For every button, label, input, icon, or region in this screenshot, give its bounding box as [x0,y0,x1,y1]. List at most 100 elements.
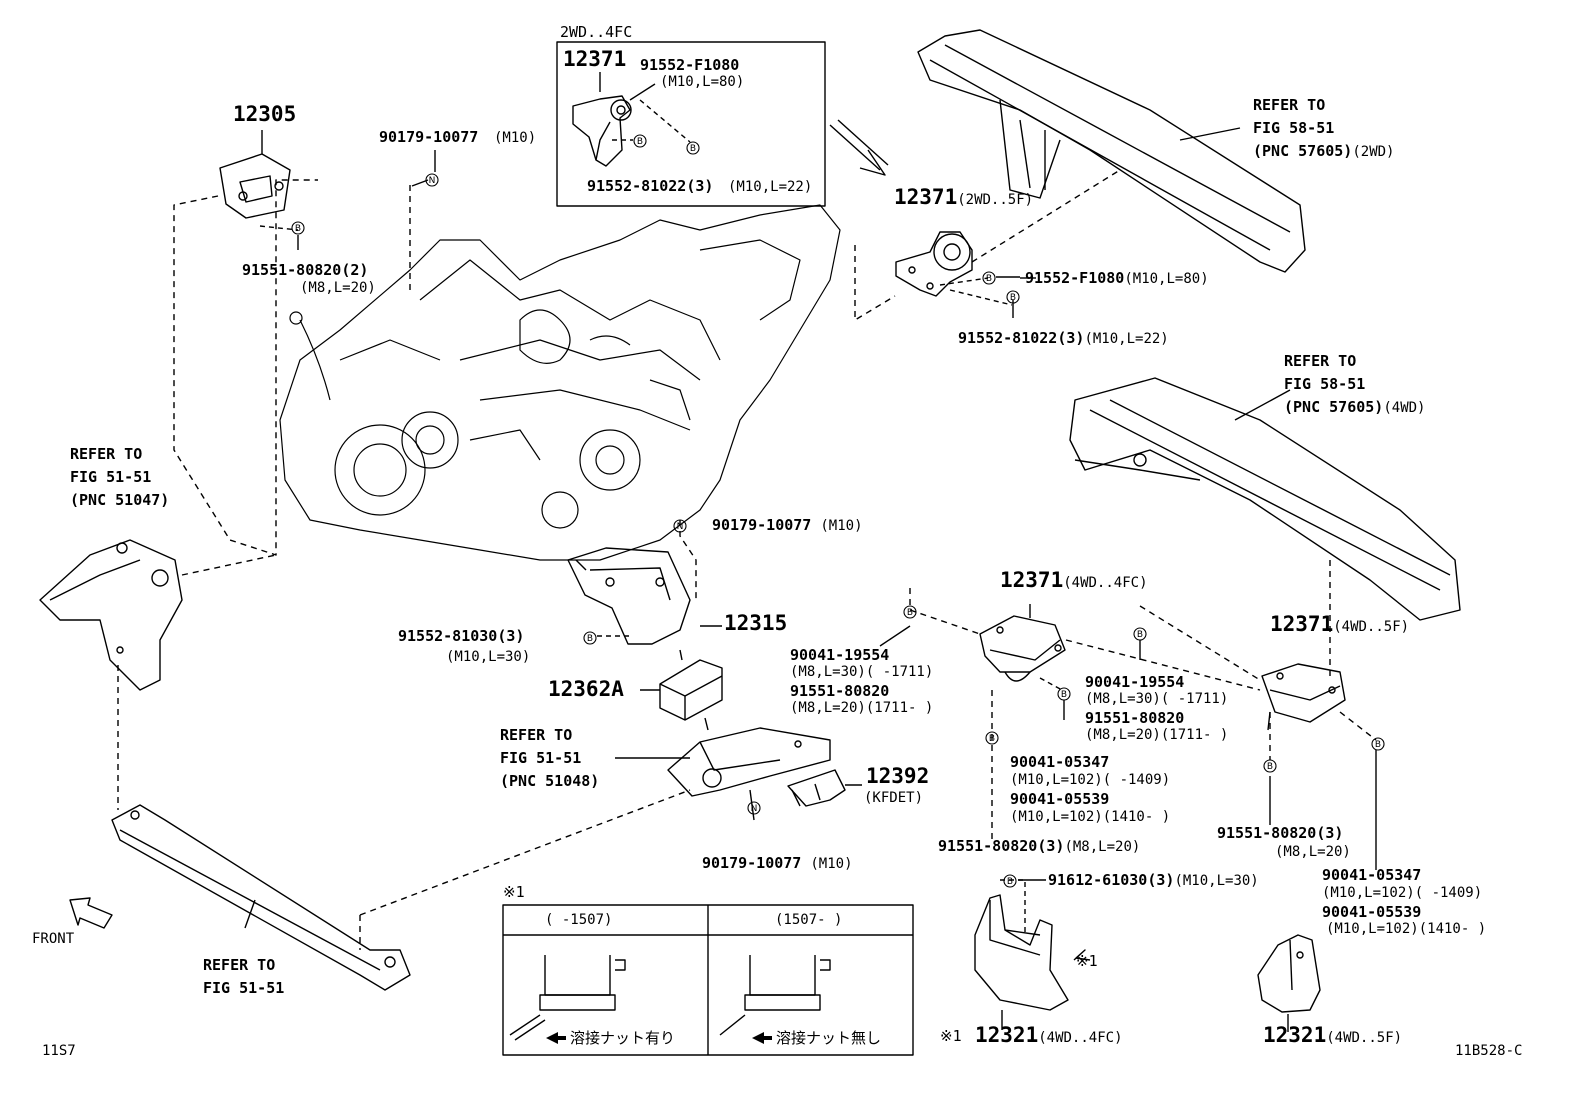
stopper-12392 [787,769,846,807]
part-91551-80820-a: 91551-80820(2) [242,261,369,279]
nut-marker-letter: N [429,176,436,186]
refer-51048-line3: (PNC 51048) [500,772,600,790]
bolt-marker-letter: B [1137,630,1143,640]
crossmember-bottom [111,804,411,991]
part-91551-80820-e: 91551-80820(3) [1217,824,1344,842]
part-90179-10077-c: 90179-10077 (M10) [702,854,853,873]
nut-marker-icon [673,519,687,533]
inset-box-2wd-4fc [556,41,826,207]
refer-58-51-4wd-line2: FIG 58-51 [1284,375,1366,393]
part-90041-05539-a: 90041-05539 [1010,790,1110,808]
spec-91552-81030: (M10,L=30) [446,649,531,665]
engine-assembly [279,204,841,561]
bracket-12315 [567,547,691,645]
bolt-marker-icon [686,141,700,155]
refer-51048-line2: FIG 51-51 [500,749,582,767]
refer-58-51-2wd-line3: (PNC 57605)(2WD) [1253,142,1395,161]
part-91552-f1080-top: 91552-F1080 [640,56,740,74]
bolt-marker-icon [583,631,597,645]
part-90041-05347-a: 90041-05347 [1010,753,1110,771]
part-12362a: 12362A [548,677,624,701]
part-90179-10077-a: 90179-10077 [379,128,479,146]
bolt-marker-letter: B [986,274,992,284]
refer-51-51-line1: REFER TO [203,956,276,974]
bracket-12305 [219,130,291,219]
spec-90041-05539-a: (M10,L=102)(1410- ) [1010,809,1171,825]
mount-12371-4wd-4fc [979,615,1066,682]
bolt-marker-icon [1263,759,1277,773]
note-mark-bracket: ※1 [1076,952,1098,970]
mount-12371-4wd-5f [1261,663,1346,723]
note-mark-inset: ※1 [503,883,525,901]
spec-90041-05347-b: (M10,L=102)( -1409) [1322,885,1483,901]
part-91551-80820-b: 91551-80820 [790,682,890,700]
spec-90041-19554-b: (M8,L=30)( -1711) [1085,691,1229,707]
spec-12392: (KFDET) [864,790,924,806]
part-90041-05539-b: 90041-05539 [1322,903,1422,921]
bolt-marker-icon [1057,687,1071,701]
refer-58-51-2wd-line2: FIG 58-51 [1253,119,1335,137]
bolt-marker-letter: B [907,608,913,618]
refer-58-51-2wd-line1: REFER TO [1253,96,1326,114]
bracket-51048 [667,727,831,797]
crossmember-2wd [917,29,1306,273]
nut-marker-letter: N [751,804,758,814]
spec-91551-80820-e: (M8,L=20) [1275,844,1351,860]
part-90179-10077-b: 90179-10077 (M10) [712,516,863,535]
refer-51047-line2: FIG 51-51 [70,468,152,486]
refer-58-51-4wd-line1: REFER TO [1284,352,1357,370]
spec-90041-05347-a: (M10,L=102)( -1409) [1010,772,1171,788]
part-12371-2wd: 12371(2WD..5F) [894,185,1034,209]
bolt-marker-letter: B [690,144,696,154]
front-arrow-icon [69,897,113,929]
bracket-12321-4fc [974,894,1069,1011]
code-right: 11B528-C [1455,1043,1523,1059]
part-90041-19554-a: 90041-19554 [790,646,890,664]
bolt-marker-letter: B [637,137,643,147]
arrow-left-icon [546,1032,566,1044]
mount-12371-2wd [895,231,973,297]
part-90041-19554-b: 90041-19554 [1085,673,1185,691]
fastener-markers [291,134,1385,888]
part-12371-top: 12371 [563,47,627,71]
bolt-marker-letter: B [587,634,593,644]
part-91612-61030: 91612-61030(3)(M10,L=30) [1048,871,1259,890]
inset-col1-header: ( -1507) [545,912,613,928]
part-12321-4fc: 12321(4WD..4FC) [975,1023,1123,1047]
bolt-marker-icon [1006,290,1020,304]
part-91552-81022-top: 91552-81022(3) [587,177,714,195]
bolt-marker-letter: B [1061,690,1067,700]
part-12321-5f: 12321(4WD..5F) [1263,1023,1403,1047]
inset-caption-with-nut: 溶接ナット有り [570,1029,676,1047]
nut-marker-icon [425,173,439,187]
bracket-12321-5f [1257,934,1321,1013]
spec-91551-80820-c: (M8,L=20)(1711- ) [1085,727,1229,743]
spec-90041-19554-a: (M8,L=30)( -1711) [790,664,934,680]
bolt-marker-icon [903,605,917,619]
bolt-marker-letter: B [1375,740,1381,750]
mount-12371-top [572,95,632,167]
refer-51048-line1: REFER TO [500,726,573,744]
front-label: FRONT [32,931,75,947]
note-mark-12321: ※1 [940,1027,962,1045]
bolt-marker-letter: B [295,224,301,234]
bracket-51047 [39,539,183,691]
arrow-left-icon [752,1032,772,1044]
bolt-marker-icon [985,731,999,745]
part-91551-80820-c: 91551-80820 [1085,709,1185,727]
part-90041-05347-b: 90041-05347 [1322,866,1422,884]
mount-12362a [659,649,723,731]
spec-91552-f1080-top: (M10,L=80) [660,74,745,90]
part-91552-81030: 91552-81030(3) [398,627,525,645]
spec-91552-81022-top: (M10,L=22) [728,179,813,195]
refer-58-51-4wd-line3: (PNC 57605)(4WD) [1284,398,1426,417]
bolt-marker-icon [1003,874,1017,888]
part-91552-81022-b: 91552-81022(3)(M10,L=22) [958,329,1169,348]
inset-col2-header: (1507- ) [775,912,843,928]
refer-51047-line1: REFER TO [70,445,143,463]
bolt-marker-icon [291,221,305,235]
part-12371-4wd-5f: 12371(4WD..5F) [1270,612,1410,636]
part-91552-f1080-b: 91552-F1080(M10,L=80) [1025,269,1209,288]
bolt-marker-letter: B [1007,877,1013,887]
